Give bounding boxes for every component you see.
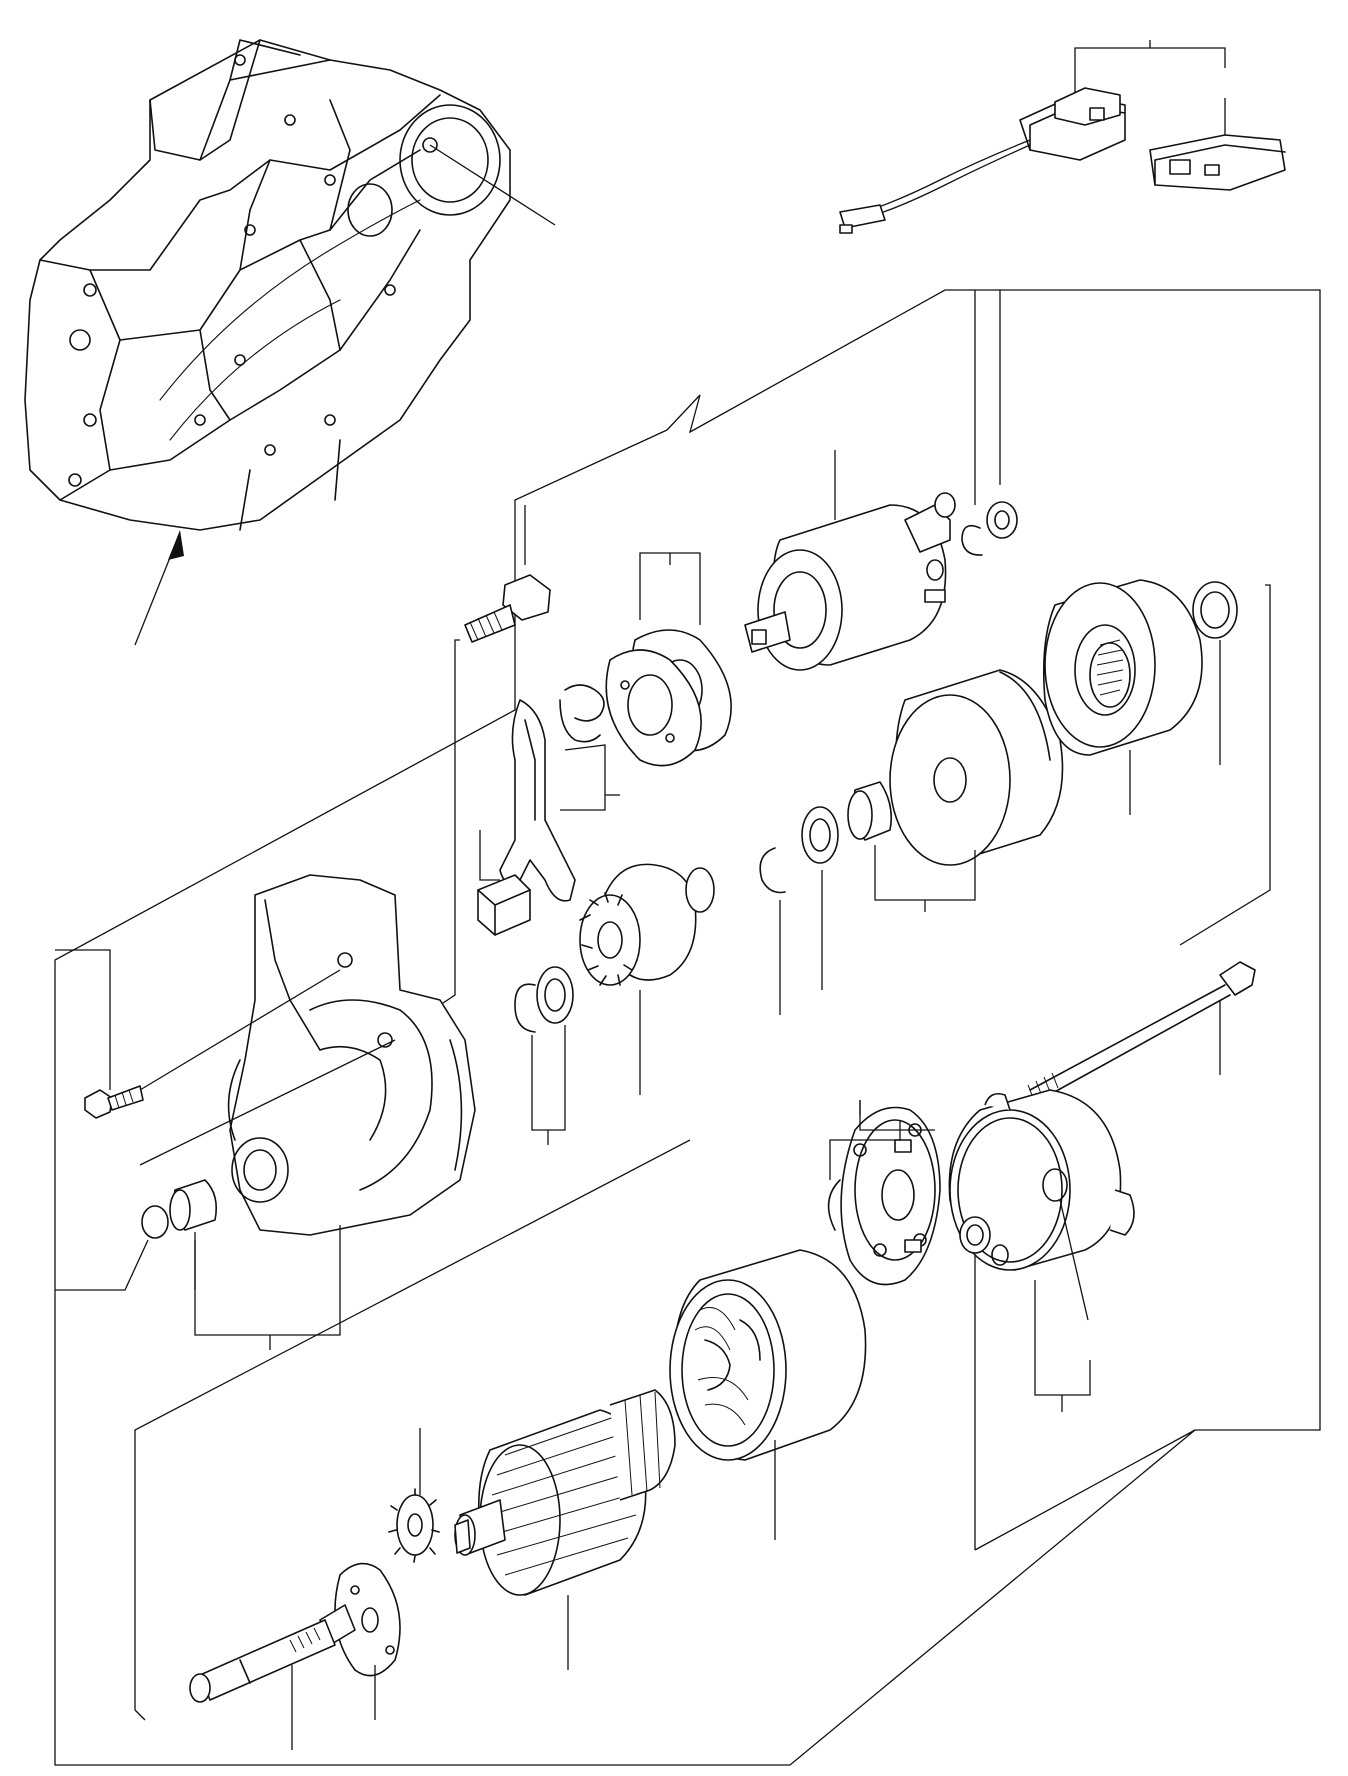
mounting-plate-icon xyxy=(605,629,732,767)
flywheel-housing xyxy=(24,39,511,531)
bushing-icon xyxy=(847,781,893,841)
leader-line xyxy=(479,830,500,881)
bushing-icon xyxy=(169,1179,218,1231)
gear-housing-icon xyxy=(1042,579,1203,756)
leader-line xyxy=(429,144,556,226)
oil-seal-cap-icon xyxy=(141,1205,169,1239)
bolt-icon xyxy=(84,1085,144,1119)
leader-line xyxy=(194,1225,341,1336)
rubber-block-icon xyxy=(477,874,531,936)
snap-ring-icon xyxy=(759,847,786,894)
pinion-shaft-icon xyxy=(189,1562,401,1703)
leader-line xyxy=(439,639,460,1006)
through-bolt-icon xyxy=(1027,961,1256,1101)
leader-line xyxy=(55,949,111,1090)
yoke-icon xyxy=(669,1249,867,1461)
leader-line xyxy=(974,1429,1196,1551)
wiring-harness-connector xyxy=(839,40,1286,234)
center-housing-icon xyxy=(889,669,1064,866)
snap-ring-icon xyxy=(514,983,536,1033)
leader-line xyxy=(1034,1280,1091,1396)
solenoid-switch xyxy=(744,450,956,671)
drive-housing-icon xyxy=(227,874,476,1236)
leader-line xyxy=(55,1239,149,1291)
spring-clip-icon xyxy=(559,684,605,743)
armature-icon xyxy=(454,1389,676,1596)
rear-cover-icon xyxy=(948,1089,1135,1271)
shift-lever-icon xyxy=(499,699,576,902)
leader-line xyxy=(1059,1199,1089,1321)
brush-holder-icon xyxy=(827,1106,941,1286)
bushing-icon xyxy=(959,1216,991,1254)
bolt-icon xyxy=(464,574,551,643)
arrow-icon xyxy=(134,530,184,646)
washer-icon xyxy=(1192,581,1238,639)
assembly-frame xyxy=(134,1139,691,1710)
leader-line xyxy=(134,1709,146,1721)
spring-washer-icon xyxy=(961,524,983,556)
internal-gear-icon xyxy=(388,1488,440,1563)
leader-line xyxy=(1179,584,1271,946)
leader-line xyxy=(560,744,606,811)
leader-line xyxy=(139,1039,396,1166)
leader-line xyxy=(139,969,341,1091)
washer-icon xyxy=(801,806,839,864)
pinion-clutch-icon xyxy=(579,863,715,986)
leader-line xyxy=(531,1025,566,1131)
hex-nut-icon xyxy=(986,501,1018,539)
bearing-icon xyxy=(536,966,574,1024)
